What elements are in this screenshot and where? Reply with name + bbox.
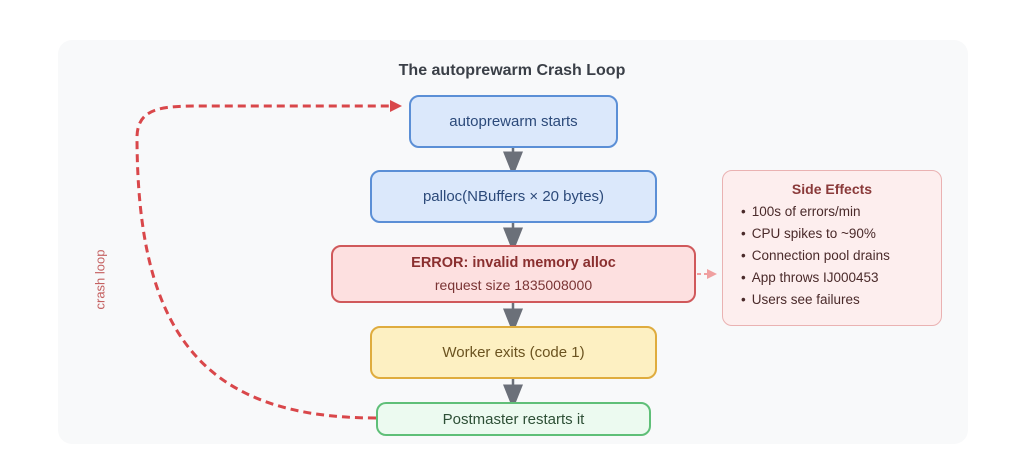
node-worker-exits: Worker exits (code 1) [370, 326, 657, 379]
node-label: autoprewarm starts [449, 113, 578, 130]
side-effect-item: CPU spikes to ~90% [741, 223, 941, 245]
crash-loop-label: crash loop [92, 249, 108, 310]
node-postmaster-restarts: Postmaster restarts it [376, 402, 651, 436]
error-title: ERROR: invalid memory alloc [411, 255, 616, 271]
side-effects-list: 100s of errors/min CPU spikes to ~90% Co… [741, 201, 941, 311]
error-detail: request size 1835008000 [434, 277, 593, 293]
node-autoprewarm-starts: autoprewarm starts [409, 95, 618, 148]
side-effects-box: Side Effects 100s of errors/min CPU spik… [722, 170, 942, 326]
crash-loop-arrow [135, 100, 402, 420]
side-effect-item: Users see failures [741, 289, 941, 311]
diagram-title: The autoprewarm Crash Loop [398, 62, 626, 79]
side-effect-item: Connection pool drains [741, 245, 941, 267]
node-label: palloc(NBuffers × 20 bytes) [422, 188, 605, 205]
node-palloc: palloc(NBuffers × 20 bytes) [370, 170, 657, 223]
node-label: Postmaster restarts it [442, 410, 585, 428]
node-error: ERROR: invalid memory alloc request size… [331, 245, 696, 303]
side-effect-item: App throws IJ000453 [741, 267, 941, 289]
node-label: Worker exits (code 1) [442, 344, 585, 361]
side-effect-item: 100s of errors/min [741, 201, 941, 223]
side-effects-title: Side Effects [791, 181, 873, 197]
